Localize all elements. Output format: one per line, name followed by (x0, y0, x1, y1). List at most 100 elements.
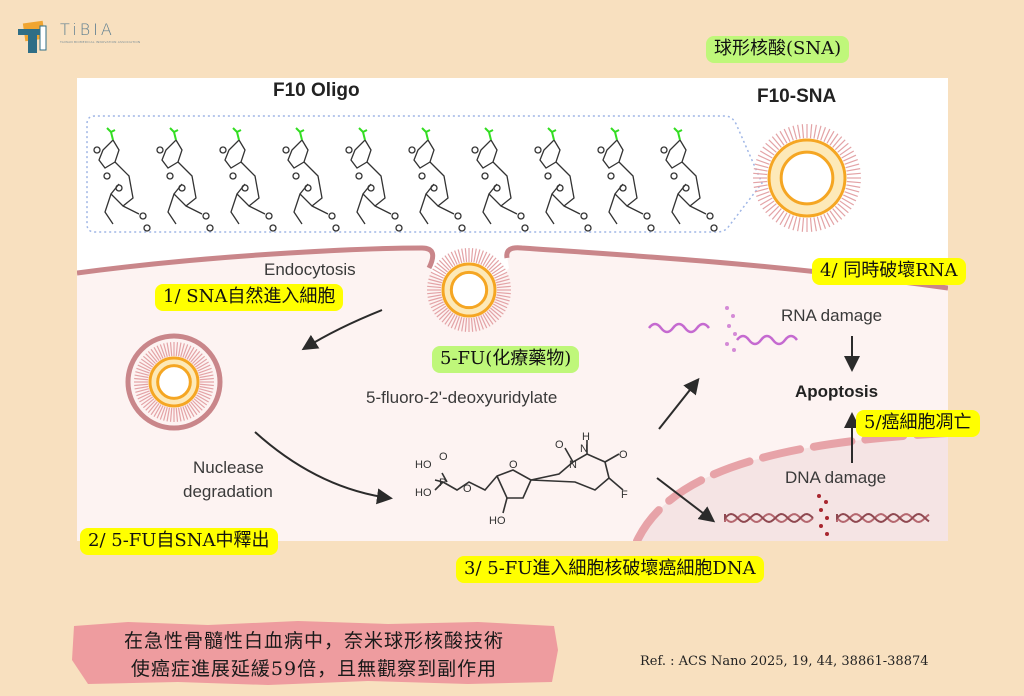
dna-fragments (817, 494, 829, 536)
brush-stroke-background (72, 621, 558, 685)
oligo-strand (194, 396, 208, 406)
oligo-strand (430, 271, 444, 279)
oligo-strand (156, 405, 164, 419)
oligo-unit (660, 127, 718, 232)
summary-callout: 在急性骨髓性白血病中，奈米球形核酸技術 使癌症進展延緩59倍，且無觀察到副作用 (68, 620, 560, 686)
oligo-strand (757, 194, 772, 202)
oligo-strand (147, 401, 158, 414)
oligo-strand (775, 210, 785, 223)
oligo-strand (809, 124, 813, 139)
oligo-strand (816, 125, 822, 140)
oligo-strand (829, 133, 839, 146)
atom-o4: O (619, 449, 628, 461)
oligo-strand (177, 342, 182, 357)
oligo-strand (199, 383, 214, 387)
oligo-strand (779, 130, 788, 144)
oligo-strand (159, 344, 166, 358)
fluorine-mark (232, 127, 242, 141)
oligo-strand (432, 268, 446, 277)
oligo-strand (188, 348, 198, 362)
rna-damage-label: RNA damage (781, 306, 883, 325)
oligo-strand (488, 259, 500, 271)
oligo-strand (134, 383, 149, 387)
oligo-unit (597, 127, 655, 232)
dna-damage-label: DNA damage (785, 468, 887, 487)
drug-label: 5-FU(化療藥物) (432, 346, 580, 373)
dna-strand (836, 512, 930, 524)
oligo-strand (480, 315, 488, 329)
oligo-strand (199, 374, 214, 379)
oligo-strand (457, 249, 463, 264)
sna-label: 球形核酸(SNA) (706, 36, 850, 63)
oligo-box (86, 115, 763, 233)
oligo-strand (163, 343, 168, 358)
oligo-chain (93, 127, 718, 232)
oligo-strand (762, 146, 775, 156)
oligo-strand (436, 307, 448, 318)
oligo-strand (792, 125, 798, 140)
oligo-strand (490, 307, 502, 318)
sna-particle-large (753, 124, 861, 232)
oligo-strand (163, 406, 168, 421)
oligo-strand (495, 296, 510, 302)
fluorine-mark (547, 127, 557, 141)
nuclease-label-line2: degradation (183, 482, 273, 501)
tibia-logo-icon (18, 20, 47, 53)
oligo-strand (765, 203, 777, 214)
summary-line1: 在急性骨髓性白血病中，奈米球形核酸技術 (123, 630, 504, 652)
atom-n3: N (580, 443, 588, 455)
oligo-strand (180, 406, 185, 421)
oligo-strand (495, 278, 510, 284)
oligo-strand (797, 217, 801, 232)
oligo-strand (754, 187, 769, 193)
oligo-strand (832, 136, 843, 148)
sna-core (156, 364, 192, 400)
oligo-strand (495, 299, 509, 305)
oligo-strand (461, 248, 465, 263)
oligo-strand (482, 313, 491, 327)
oligo-strand (768, 139, 780, 151)
atom-ho2: HO (415, 487, 432, 499)
dna-strand (836, 512, 930, 524)
oligo-strand (199, 385, 214, 390)
oligo-strand (140, 396, 154, 406)
oligo-strand (826, 130, 835, 144)
oligo-strand (475, 316, 481, 331)
oligo-strand (434, 305, 447, 315)
oligo-strand (464, 317, 468, 332)
oligo-strand (797, 124, 801, 139)
apoptosis-label: Apoptosis (795, 382, 879, 401)
rna-fragments (725, 306, 737, 352)
oligo-strand (816, 216, 822, 231)
sna-particle-vesicle (125, 333, 223, 431)
sna-core (449, 270, 489, 310)
vesicle-membrane (125, 333, 223, 431)
oligo-strand (461, 317, 465, 332)
oligo-strand (136, 390, 150, 397)
fluorine-mark (295, 127, 305, 141)
oligo-strand (430, 301, 444, 309)
oligo-strand (169, 342, 173, 357)
oligo-strand (753, 168, 768, 172)
oligo-unit (345, 127, 403, 232)
oligo-strand (813, 217, 817, 232)
oligo-strand (147, 350, 158, 363)
tibia-logo (18, 20, 158, 54)
oligo-strand (823, 128, 831, 143)
oligo-strand (844, 158, 858, 165)
oligo-strand (441, 311, 452, 323)
oligo-strand (198, 367, 212, 374)
oligo-strand (837, 203, 849, 214)
oligo-strand (759, 197, 773, 206)
oligo-strand (196, 394, 209, 403)
oligo-strand (427, 285, 442, 289)
oligo-strand (757, 154, 772, 162)
oligo-strand (846, 172, 861, 176)
oligo-strand (197, 392, 211, 400)
oligo-unit (93, 127, 151, 232)
atom-o-top: O (439, 451, 448, 463)
oligo-strand (496, 282, 511, 286)
oligo-strand (775, 133, 785, 146)
oligo-unit (282, 127, 340, 232)
oligo-strand (492, 303, 506, 312)
